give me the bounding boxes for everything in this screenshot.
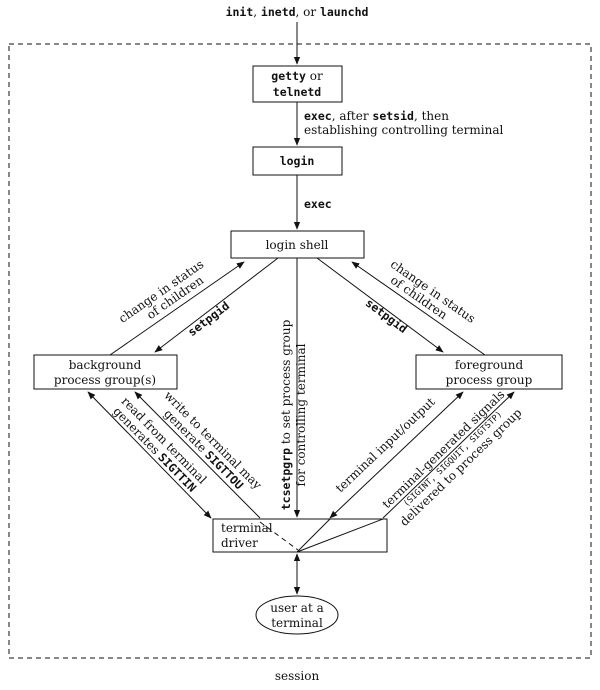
establishing-terminal-label: establishing controlling terminal [304,123,503,137]
svg-text:telnetd: telnetd [273,85,322,99]
svg-text:process group: process group [446,373,533,387]
foreground-process-group-box: foreground process group [415,354,563,390]
driver-v-left [296,518,331,553]
svg-text:login: login [280,154,315,168]
svg-text:getty or: getty or [271,69,323,83]
svg-text:background: background [69,358,142,372]
driver-dashed-line [259,521,299,551]
tcsetpgrp-label: tcsetpgrp to set process group for contr… [279,319,308,510]
exec-after-setsid-label: exec, after setsid, then [304,109,449,123]
svg-text:terminal: terminal [271,616,323,630]
svg-text:for controlling terminal: for controlling terminal [294,343,308,486]
svg-text:terminal: terminal [221,521,273,535]
svg-text:(SIGINT, SIGQUIT, SIGTSTP): (SIGINT, SIGQUIT, SIGTSTP) [402,410,505,509]
arrow-change-status-left [109,261,245,356]
arrow-setpgid-left [154,257,279,353]
svg-text:process group(s): process group(s) [54,373,156,387]
arrow-change-status-right [351,261,486,356]
svg-text:foreground: foreground [455,358,524,372]
init-label: init, inetd, or launchd [226,5,369,19]
arrow-read-terminal [87,391,212,519]
svg-text:driver: driver [221,536,258,550]
exec-label: exec [304,197,332,211]
setpgid-right-label: setpgid [363,296,410,336]
arrow-write-terminal [134,391,261,519]
svg-text:user at a: user at a [270,601,323,615]
terminal-signals-label: terminal-generated signals (SIGINT, SIGQ… [379,387,524,529]
login-shell-box: login shell [230,230,365,259]
background-process-group-box: background process group(s) [33,354,178,390]
session-border [8,43,592,659]
svg-text:login shell: login shell [266,238,329,252]
login-box: login [252,146,343,176]
arrow-terminal-io [329,391,464,519]
session-label: session [275,669,320,683]
terminal-driver-box: terminal driver [212,518,388,553]
svg-text:tcsetpgrp to set process group: tcsetpgrp to set process group [279,319,293,510]
setpgid-left-label: setpgid [185,298,232,339]
getty-box: getty or telnetd [252,65,343,103]
user-terminal-ellipse: user at a terminal [255,595,339,635]
arrow-terminal-signals [382,391,515,519]
arrow-setpgid-right [316,257,444,353]
driver-v-right [296,518,384,553]
